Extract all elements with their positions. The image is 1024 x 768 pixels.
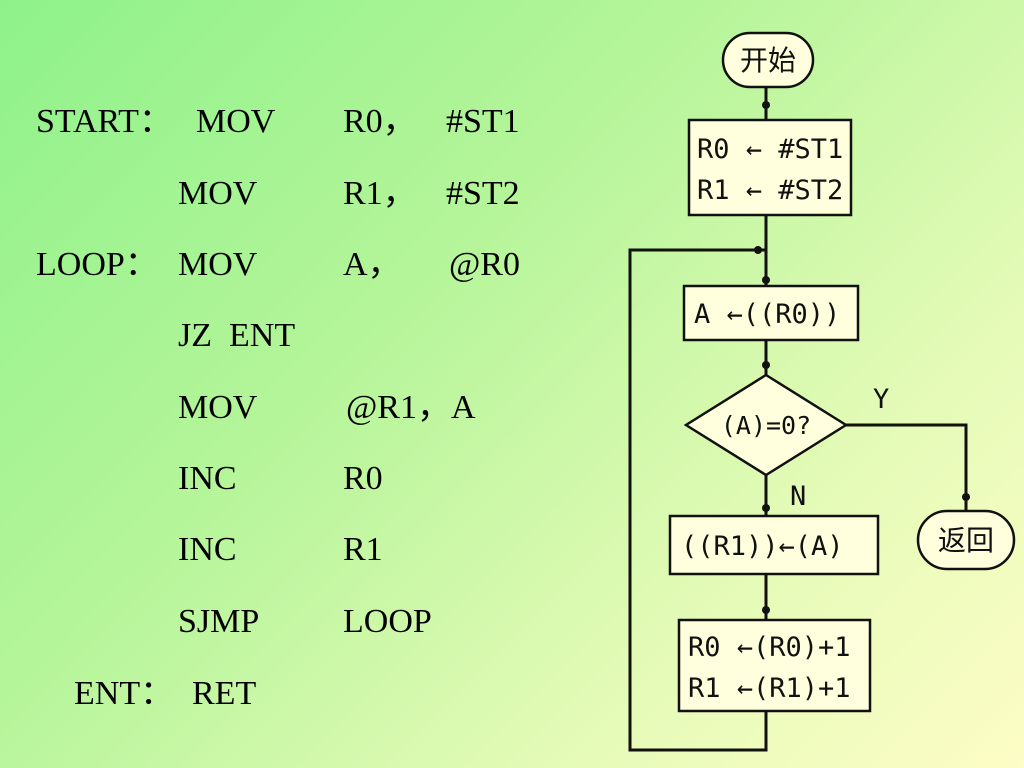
- code-operand1: R0，: [343, 103, 417, 140]
- code-operand2: #ST2: [446, 175, 520, 212]
- increment-line-1: R0 ←(R0)+1: [688, 632, 851, 663]
- code-opcode: SJMP: [178, 603, 260, 640]
- code-label: START：: [36, 103, 173, 140]
- yes-label: Y: [873, 384, 889, 415]
- return-label: 返回: [938, 524, 994, 557]
- code-operand1: A，: [343, 246, 402, 283]
- init-line-1: R0 ← #ST1: [697, 134, 843, 165]
- start-terminal: 开始: [721, 31, 815, 89]
- load-label: A ←((R0)): [694, 299, 840, 330]
- code-operand2: #ST1: [446, 103, 520, 140]
- code-opcode: INC: [178, 531, 237, 568]
- code-opcode: INC: [178, 460, 237, 497]
- code-operand1: @R1，A: [346, 389, 476, 426]
- code-operand1: LOOP: [343, 603, 432, 640]
- code-label: ENT：: [74, 675, 175, 712]
- code-operand1: R0: [343, 460, 383, 497]
- code-opcode: JZ ENT: [178, 317, 296, 354]
- connector-dots: [754, 101, 970, 614]
- decision-label: (A)=0?: [721, 411, 811, 440]
- code-opcode: MOV: [178, 246, 258, 283]
- init-line-2: R1 ← #ST2: [697, 175, 843, 206]
- decision-diamond: (A)=0?: [683, 373, 849, 477]
- code-opcode: MOV: [178, 175, 258, 212]
- store-label: ((R1))←(A): [681, 531, 844, 562]
- increment-line-2: R1 ←(R1)+1: [688, 673, 851, 704]
- code-opcode: RET: [192, 675, 257, 712]
- load-box: A ←((R0)): [682, 284, 860, 342]
- code-operand1: R1，: [343, 175, 417, 212]
- assembly-listing: START： MOV R0， #ST1 MOV R1， #ST2 LOOP： M…: [36, 103, 520, 712]
- store-box: ((R1))←(A): [668, 514, 880, 576]
- code-label: LOOP：: [36, 246, 159, 283]
- init-box: R0 ← #ST1 R1 ← #ST2: [687, 118, 853, 217]
- code-operand1: R1: [343, 531, 383, 568]
- code-opcode: MOV: [196, 103, 276, 140]
- no-label: N: [790, 481, 806, 512]
- return-terminal: 返回: [916, 509, 1016, 571]
- increment-box: R0 ←(R0)+1 R1 ←(R1)+1: [677, 618, 872, 713]
- code-operand2: @R0: [449, 246, 520, 283]
- start-label: 开始: [740, 44, 796, 77]
- code-opcode: MOV: [178, 389, 258, 426]
